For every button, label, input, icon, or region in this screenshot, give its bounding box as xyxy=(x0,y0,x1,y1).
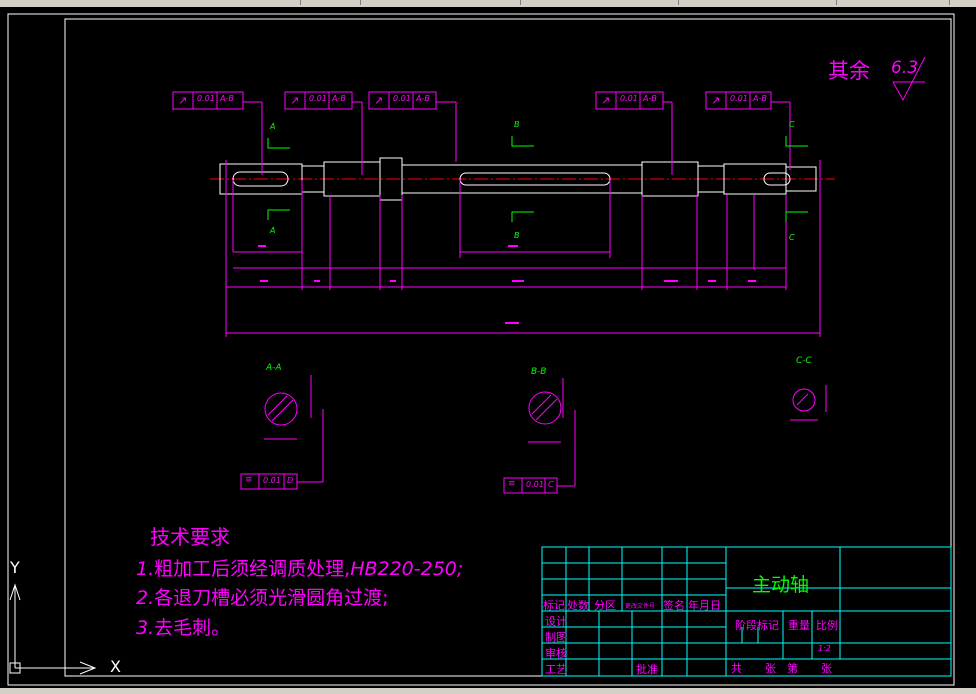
req-number: 2. xyxy=(136,587,155,609)
tb-weight: 重量 xyxy=(788,619,810,632)
tb-header-mark: 标记 xyxy=(543,599,565,612)
req-text: 粗加工后须经调质处理, xyxy=(154,558,351,580)
sheet-inner-border xyxy=(64,18,952,677)
toolbar-segment[interactable] xyxy=(0,0,301,5)
tb-header-sign: 签名 xyxy=(663,599,685,612)
tb-design: 设计 xyxy=(545,615,567,628)
section-frame-datum: D xyxy=(287,476,294,485)
tech-requirement-line: 3.去毛刺。 xyxy=(136,613,230,640)
tolerance-symbol-icon: ↗ xyxy=(601,94,611,107)
tech-requirement-line: 2.各退刀槽必须光滑圆角过渡; xyxy=(136,583,389,610)
toolbar-segment[interactable] xyxy=(681,0,837,5)
cut-plane-markers xyxy=(267,136,808,222)
cut-mark-b-bottom: B xyxy=(514,231,520,240)
tolerance-value: 0.01 xyxy=(309,94,327,103)
tb-total: 共 xyxy=(731,662,742,675)
sheet-outer-border xyxy=(7,13,955,686)
section-label-c: C-C xyxy=(796,356,812,366)
tolerance-frames xyxy=(172,91,772,110)
ucs-x-label: X xyxy=(110,657,121,676)
tb-scale-value: 1:2 xyxy=(818,644,831,653)
tb-scale: 比例 xyxy=(816,619,838,632)
tb-process: 工艺 xyxy=(545,663,567,676)
tb-draw: 制图 xyxy=(545,631,567,644)
req-text: 去毛刺。 xyxy=(154,617,231,639)
tolerance-value: 0.01 xyxy=(730,94,748,103)
tolerance-value: 0.01 xyxy=(393,94,411,103)
tolerance-datum: A-B xyxy=(753,94,767,103)
drawing-canvas[interactable] xyxy=(0,7,976,688)
tolerance-symbol-icon: ↗ xyxy=(290,94,300,107)
ucs-y-label: Y xyxy=(10,558,20,577)
tolerance-datum: A-B xyxy=(416,94,430,103)
section-hatching xyxy=(267,393,809,422)
section-frame-symbol: ≡ xyxy=(508,479,516,489)
cut-mark-c-top: C xyxy=(789,120,795,129)
ucs-icon xyxy=(9,583,97,675)
tb-header-zone: 分区 xyxy=(594,599,616,612)
section-tolerance-frames xyxy=(240,473,558,494)
surface-finish-value: 6.3 xyxy=(891,58,919,78)
toolbar-segment[interactable] xyxy=(365,0,521,5)
toolbar-segment[interactable] xyxy=(839,0,950,5)
tolerance-datum: A-B xyxy=(643,94,657,103)
tolerance-symbol-icon: ↗ xyxy=(374,94,384,107)
tolerance-datum: A-B xyxy=(332,94,346,103)
section-views xyxy=(264,375,827,487)
section-frame-value: 0.01 xyxy=(526,480,544,489)
tolerance-symbol-icon: ↗ xyxy=(711,94,721,107)
dimension-lines xyxy=(172,56,926,337)
cut-mark-a-bottom: A xyxy=(270,226,276,235)
tb-sheet-b: 张 xyxy=(821,662,832,675)
tolerance-datum: A-B xyxy=(220,94,234,103)
layout-tab-strip[interactable] xyxy=(0,688,976,694)
section-label-a: A-A xyxy=(266,363,282,373)
tb-header-count: 处数 xyxy=(567,599,589,612)
shaft-outline xyxy=(219,157,817,201)
tech-requirement-line: 1.粗加工后须经调质处理,HB220-250; xyxy=(136,554,463,581)
cut-mark-b-top: B xyxy=(514,120,520,129)
req-number: 3. xyxy=(136,617,155,639)
tb-sheet-a: 张 xyxy=(765,662,776,675)
tolerance-symbol-icon: ↗ xyxy=(178,94,188,107)
req-text: 各退刀槽必须光滑圆角过渡; xyxy=(154,587,389,609)
tolerance-value: 0.01 xyxy=(620,94,638,103)
section-frame-symbol: ≡ xyxy=(245,475,253,485)
tb-header-date: 年月日 xyxy=(688,599,721,612)
req-suffix: HB220-250; xyxy=(350,558,464,580)
tb-approve: 批准 xyxy=(636,663,658,676)
toolbar-segment[interactable] xyxy=(300,0,361,5)
tb-stage: 阶段标记 xyxy=(735,619,779,632)
tech-requirements-title: 技术要求 xyxy=(150,525,230,549)
toolbar-strip xyxy=(0,0,976,7)
tb-review: 审核 xyxy=(545,647,567,660)
part-name: 主动轴 xyxy=(752,574,810,596)
tb-number: 第 xyxy=(787,662,798,675)
title-block-grid xyxy=(541,546,952,677)
tolerance-value: 0.01 xyxy=(197,94,215,103)
section-label-b: B-B xyxy=(531,367,547,377)
cut-mark-c-bottom: C xyxy=(789,233,795,242)
section-frame-value: 0.01 xyxy=(263,476,281,485)
dimension-ticks xyxy=(258,245,756,324)
req-number: 1. xyxy=(136,558,155,580)
toolbar-segment[interactable] xyxy=(523,0,679,5)
tb-header-change-doc: 更改文件号 xyxy=(625,603,656,610)
surface-finish-label: 其余 xyxy=(828,59,870,83)
section-frame-datum: C xyxy=(548,480,554,489)
cut-mark-a-top: A xyxy=(270,122,276,131)
